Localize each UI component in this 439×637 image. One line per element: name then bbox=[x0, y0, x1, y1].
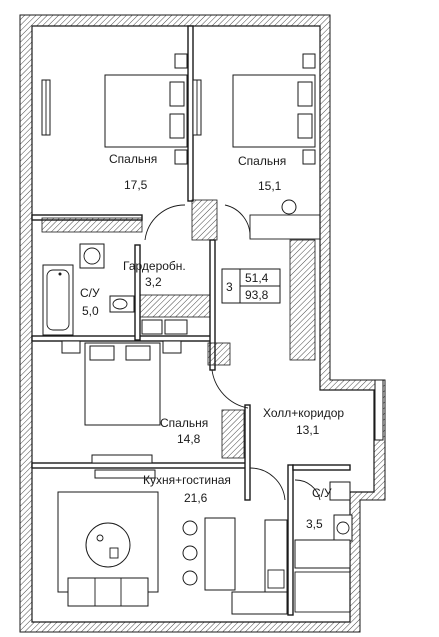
wall-bath-right bbox=[134, 244, 141, 341]
hall-area: 13,1 bbox=[296, 423, 320, 437]
bedroom1-area: 17,5 bbox=[124, 178, 148, 192]
bed-bedroom1 bbox=[104, 53, 188, 165]
window-kitchen-2 bbox=[94, 469, 156, 479]
wall-bedrooms-divider bbox=[187, 25, 194, 202]
wall-bath2-left bbox=[287, 464, 294, 616]
dining-table-icon bbox=[204, 517, 236, 591]
chair-icon bbox=[182, 520, 198, 536]
bedroom3-area: 14,8 bbox=[177, 432, 201, 446]
washer-icon bbox=[294, 571, 351, 613]
bathroom1-fixtures bbox=[42, 243, 188, 336]
chair-icon-3 bbox=[182, 570, 198, 586]
living-furniture bbox=[57, 491, 288, 615]
cabinet-bedroom3 bbox=[207, 342, 231, 366]
window-kitchen bbox=[91, 454, 153, 464]
shower-icon bbox=[294, 539, 351, 569]
doors bbox=[144, 204, 321, 501]
bed-bedroom3 bbox=[61, 340, 182, 426]
wall-bedroom2-bottom bbox=[249, 214, 321, 240]
door-kitchen bbox=[249, 467, 286, 501]
round-table-icon bbox=[281, 199, 297, 215]
door-bath2 bbox=[294, 479, 321, 501]
bedroom3-name: Спальня bbox=[160, 416, 208, 430]
wardrobe-partitions bbox=[41, 199, 316, 459]
wall-bath2-top bbox=[292, 464, 351, 471]
bed-bedroom2 bbox=[232, 53, 316, 215]
summary-living-area: 51,4 bbox=[245, 271, 269, 285]
bathroom2-area: 3,5 bbox=[306, 517, 323, 531]
door-bedroom1 bbox=[144, 204, 186, 241]
bathroom1-area: 5,0 bbox=[82, 304, 99, 318]
bedroom2-area: 15,1 bbox=[258, 179, 282, 193]
wardrobe-bedroom3 bbox=[221, 409, 245, 459]
window-hall bbox=[374, 379, 384, 441]
area-summary-box: 3 51,4 93,8 bbox=[221, 268, 281, 304]
bathroom2-fixtures bbox=[294, 481, 353, 613]
room-labels: Спальня 17,5 Спальня 15,1 Гардеробн. 3,2… bbox=[80, 152, 344, 531]
wall-bath-bottom bbox=[31, 335, 213, 342]
bathroom2-name: С/У bbox=[312, 486, 332, 500]
wardrobe-bedroom1 bbox=[41, 217, 143, 233]
wardrobe-center bbox=[191, 199, 218, 241]
door-hall-entry bbox=[211, 369, 249, 409]
stove-icon bbox=[267, 569, 285, 589]
sink-2-icon bbox=[329, 481, 351, 501]
summary-total-area: 93,8 bbox=[245, 288, 269, 302]
bathroom1-name: С/У bbox=[80, 286, 100, 300]
wardrobe-hall bbox=[289, 239, 316, 361]
door-bedroom2 bbox=[224, 204, 251, 239]
chair-icon-2 bbox=[182, 545, 198, 561]
sofa-icon bbox=[67, 577, 149, 607]
hall-name: Холл+коридор bbox=[263, 406, 344, 420]
windows bbox=[41, 79, 384, 479]
wardrobe-name: Гардеробн. bbox=[123, 259, 186, 273]
toilet-icon bbox=[109, 295, 135, 313]
wardrobe-area: 3,2 bbox=[145, 275, 162, 289]
kitchen-name: Кухня+гостиная bbox=[143, 473, 231, 487]
summary-room-count: 3 bbox=[226, 280, 233, 294]
kitchen-counter-side bbox=[264, 519, 288, 593]
bedroom2-name: Спальня bbox=[238, 154, 286, 168]
wall-kitchen-top bbox=[31, 462, 248, 469]
kitchen-area: 21,6 bbox=[184, 491, 208, 505]
coffee-table-icon bbox=[85, 522, 131, 568]
bedroom1-name: Спальня bbox=[109, 152, 157, 166]
kitchen-counter-icon bbox=[231, 591, 288, 615]
bathtub-icon bbox=[42, 264, 74, 336]
wardrobe-shelves bbox=[139, 294, 211, 318]
wall-bedroom3-right bbox=[244, 404, 251, 501]
